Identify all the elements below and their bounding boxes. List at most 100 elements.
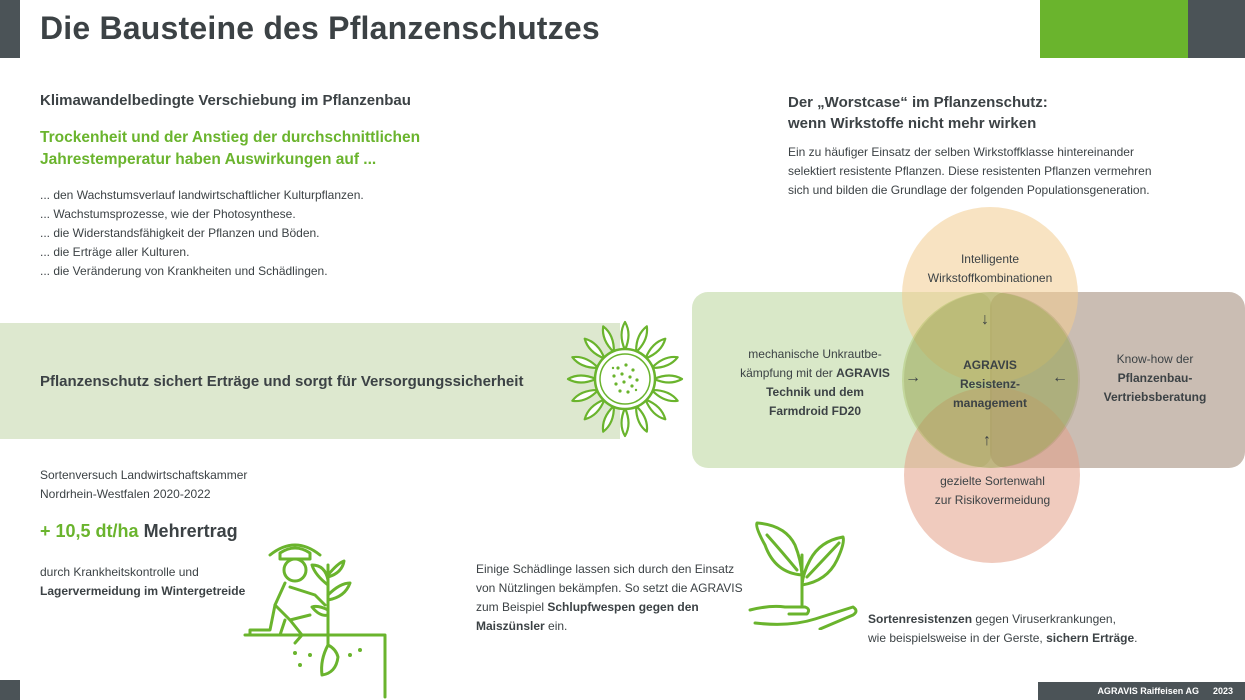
venn-shapes [692,207,1245,563]
study-line: Nordrhein-Westfalen 2020-2022 [40,487,211,501]
sunflower-petal [620,320,630,352]
text-line: Sortenresistenzen gegen Viruserkrankunge… [868,610,1198,629]
venn-label-line: Know-how der [1116,352,1194,366]
text-line: Einige Schädlinge lassen sich durch den … [476,562,735,576]
footer-bar: AGRAVIS Raiffeisen AG 2023 [1038,682,1245,700]
right-heading-line: wenn Wirkstoffe nicht mehr wirken [788,115,1037,132]
text-part: . [1134,631,1138,645]
arrow-right-icon: → [905,369,921,386]
sunflower-petal [634,404,649,433]
text-line: zum Beispiel Schlupfwespen gegen den [476,598,776,617]
sunflower-petal [601,404,616,433]
list-item: ... den Wachstumsverlauf landwirtschaftl… [40,188,364,202]
venn-label-line: Farmdroid FD20 [768,404,861,418]
pest-text: Einige Schädlinge lassen sich durch den … [476,560,776,636]
farmer-planting-icon [243,543,387,699]
venn-label-line: management [952,396,1028,410]
sunflower-petal [571,355,600,370]
right-heading: Der „Worstcase“ im Pflanzenschutz: wenn … [788,92,1048,134]
text-part: Schlupfwespen gegen den [547,600,699,614]
venn-left-label: mechanische Unkrautbe- kämpfung mit der … [710,345,920,421]
sunflower-petal [583,337,606,360]
venn-center-left-circle [902,292,1078,468]
venn-label-line: Intelligente [960,252,1020,266]
header-left-bar [0,0,20,58]
header-green-block [1040,0,1188,58]
venn-center-right-circle [904,292,1080,468]
text-part: sichern Erträge [1046,631,1135,645]
sunflower-petal [571,388,600,403]
footer-year: 2023 [1212,686,1233,696]
venn-label-line: zur Risikovermeidung [934,493,1051,507]
venn-label-line: mechanische Unkrautbe- [748,347,882,361]
venn-label-part: AGRAVIS [836,366,890,380]
page-title: Die Bausteine des Pflanzenschutzes [40,10,600,46]
yield-label: Mehrertrag [143,521,238,541]
highlight-band [0,323,620,439]
yield-gain: + 10,5 dt/ha Mehrertrag [40,521,238,542]
list-item: ... die Widerstandsfähigkeit der Pflanze… [40,226,320,240]
list-item: ... Wachstumsprozesse, wie der Photosynt… [40,207,296,221]
yield-reason: durch Krankheitskontrolle und Lagerverme… [40,563,245,601]
venn-label-line: Technik und dem [766,385,864,399]
sunflower-petal [650,388,679,403]
text-line: von Nützlingen bekämpfen. So setzt die A… [476,581,743,595]
sunflower-petal [583,398,606,421]
text-part: ein. [544,619,568,633]
yield-value: + 10,5 dt/ha [40,521,139,541]
venn-top-circle [902,207,1078,383]
venn-label-line: Wirkstoffkombinationen [927,271,1053,285]
list-item: ... die Veränderung von Krankheiten und … [40,264,328,278]
text-line: Maiszünsler ein. [476,617,776,636]
arrow-up-icon: ↑ [983,432,991,449]
venn-right-label: Know-how der Pflanzenbau- Vertriebsberat… [1075,350,1235,407]
arrow-down-icon: ↓ [981,311,989,328]
venn-center-label: AGRAVIS Resistenz- management [940,356,1040,413]
text-part: wie beispielsweise in der Gerste, [868,631,1047,645]
reason-line: durch Krankheitskontrolle und [40,565,199,579]
plant-in-hand-icon [748,521,858,630]
header-dark-block [1188,0,1245,58]
venn-label-line: gezielte Sortenwahl [940,474,1045,488]
text-line: wie beispielsweise in der Gerste, sicher… [868,629,1198,648]
left-heading: Klimawandelbedingte Verschiebung im Pfla… [40,92,411,109]
text-part: gegen Viruserkrankungen, [972,612,1116,626]
sunflower-petal [620,406,630,438]
paragraph-line: selektiert resistente Pflanzen. Diese re… [788,164,1152,178]
right-paragraph: Ein zu häufiger Einsatz der selben Wirks… [788,143,1208,200]
paragraph-line: sich und bilden die Grundlage der folgen… [788,183,1150,197]
venn-top-label: Intelligente Wirkstoffkombinationen [890,250,1090,288]
sunflower-petal [634,325,649,354]
sunflower-petal [644,337,667,360]
text-part: Sortenresistenzen [868,612,973,626]
study-source: Sortenversuch Landwirtschaftskammer Nord… [40,466,247,504]
paragraph-line: Ein zu häufiger Einsatz der selben Wirks… [788,145,1134,159]
venn-bottom-label: gezielte Sortenwahl zur Risikovermeidung [890,472,1095,510]
venn-label-line: Vertriebsberatung [1103,390,1207,404]
reason-line: Lagervermeidung im Wintergetreide [40,584,246,598]
venn-label-line: Pflanzenbau- [1117,371,1193,385]
list-item: ... die Erträge aller Kulturen. [40,245,190,259]
sunflower-petal [652,374,684,384]
band-text: Pflanzenschutz sichert Erträge und sorgt… [40,373,524,390]
venn-label-part: kämpfung mit der [740,366,837,380]
effects-list: ... den Wachstumsverlauf landwirtschaftl… [40,186,364,281]
study-line: Sortenversuch Landwirtschaftskammer [40,468,248,482]
text-part: Maiszünsler [476,619,545,633]
text-part: zum Beispiel [476,600,548,614]
sunflower-petal [644,398,667,421]
arrow-left-icon: ← [1052,369,1068,386]
footer-company: AGRAVIS Raiffeisen AG [1097,686,1199,696]
right-heading-line: Der „Worstcase“ im Pflanzenschutz: [788,94,1048,111]
resistance-venn-diagram: Intelligente Wirkstoffkombinationen ↓ me… [690,200,1245,570]
venn-label-line: AGRAVIS [963,358,1017,372]
sunflower-petal [650,355,679,370]
left-green-heading: Trockenheit und der Anstieg der durchsch… [40,129,421,168]
variety-resistance-text: Sortenresistenzen gegen Viruserkrankunge… [868,610,1198,648]
footer-left-bar [0,680,20,700]
sunflower-icon [566,320,684,438]
sunflower-petal [601,325,616,354]
venn-bottom-circle [904,387,1080,563]
venn-label-line: kämpfung mit der AGRAVIS [710,364,920,383]
sunflower-petal [566,374,598,384]
